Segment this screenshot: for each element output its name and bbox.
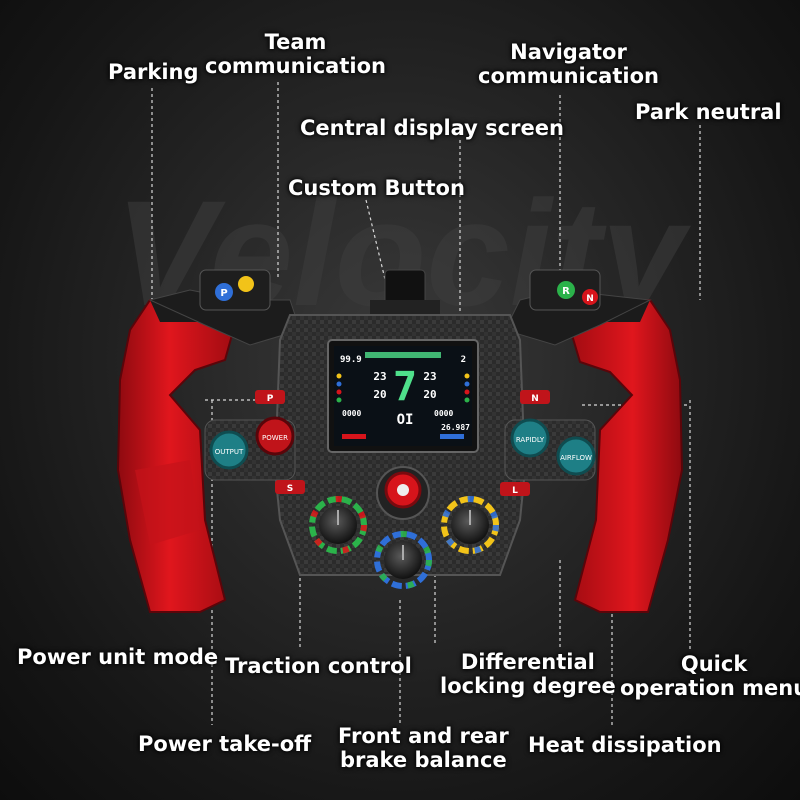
svg-text:RAPIDLY: RAPIDLY — [516, 436, 545, 444]
right-lower-tag-button[interactable] — [500, 482, 530, 496]
right-grip — [570, 299, 684, 613]
svg-text:AIRFLOW: AIRFLOW — [560, 454, 592, 462]
label-central-display-screen: Central display screen — [300, 116, 564, 140]
rapidly-button[interactable] — [510, 418, 550, 458]
park-neutral-button[interactable] — [582, 289, 598, 305]
left-paddle-cluster — [199, 269, 271, 311]
power-unit-mode-knob[interactable] — [309, 496, 367, 554]
display-counter-right: 0000 — [434, 409, 453, 418]
label-navigator-communication: Navigator communication — [478, 40, 659, 88]
display-lap: 2 — [461, 355, 466, 365]
label-traction-control: Traction control — [225, 654, 412, 678]
svg-text:P: P — [267, 394, 274, 404]
rpm-bar — [365, 352, 441, 358]
label-power-unit-mode: Power unit mode — [17, 645, 219, 669]
display-right-top: 23 — [423, 370, 436, 383]
display-counter-left: 0000 — [342, 409, 361, 418]
power-button[interactable] — [255, 416, 295, 456]
label-park-neutral: Park neutral — [635, 100, 782, 124]
label-power-take-off: Power take-off — [138, 732, 312, 756]
svg-text:R: R — [562, 286, 570, 297]
label-front-rear-brake-balance: Front and rear brake balance — [338, 724, 509, 772]
navigator-communication-button[interactable] — [557, 281, 575, 299]
label-heat-dissipation: Heat dissipation — [528, 733, 722, 757]
svg-text:N: N — [586, 294, 594, 304]
label-team-communication: Team communication — [205, 30, 386, 78]
central-display-screen — [334, 346, 472, 446]
label-quick-operation-menu: Quick operation menu — [620, 652, 800, 700]
svg-text:N: N — [531, 394, 539, 404]
display-right-bottom: 20 — [423, 388, 436, 401]
display-speed: 99.9 — [340, 355, 362, 365]
airflow-button[interactable] — [556, 436, 596, 476]
display-gear: 7 — [393, 364, 417, 410]
left-lower-tag-button[interactable] — [275, 480, 305, 494]
right-upper-tag-button[interactable] — [520, 390, 550, 404]
output-button[interactable] — [209, 430, 249, 470]
label-custom-button: Custom Button — [288, 176, 465, 200]
svg-text:OUTPUT: OUTPUT — [215, 448, 244, 456]
differential-knob[interactable] — [441, 496, 499, 554]
display-indicator-dots — [336, 373, 470, 403]
display-left-top: 23 — [373, 370, 386, 383]
left-grip — [116, 299, 234, 613]
svg-text:POWER: POWER — [262, 434, 288, 442]
svg-text:L: L — [512, 486, 518, 496]
label-parking: Parking — [108, 60, 199, 84]
label-differential-locking-degree: Differential locking degree — [440, 650, 616, 698]
parking-button[interactable] — [215, 283, 233, 301]
brake-balance-knob[interactable] — [374, 531, 432, 589]
team-communication-button[interactable] — [238, 276, 254, 292]
svg-text:P: P — [220, 288, 227, 299]
left-upper-tag-button[interactable] — [255, 390, 285, 404]
display-word: OI — [397, 412, 414, 428]
display-left-bottom: 20 — [373, 388, 386, 401]
display-time: 26.987 — [441, 423, 470, 432]
svg-text:S: S — [287, 484, 293, 494]
